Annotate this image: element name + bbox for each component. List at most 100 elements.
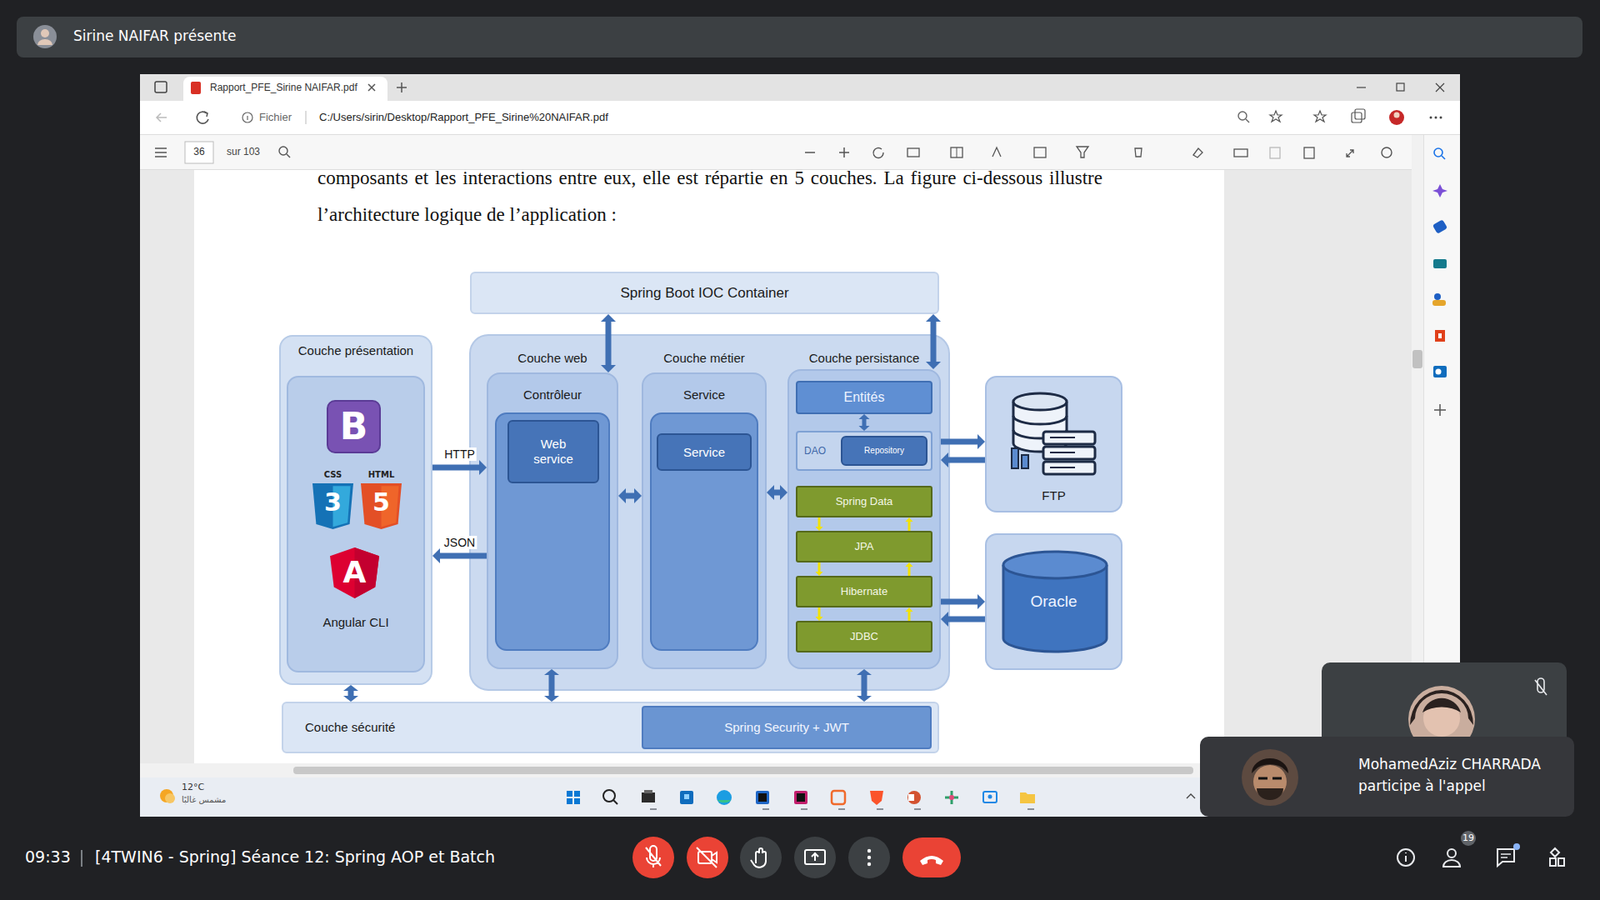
connector-line <box>432 465 480 471</box>
app-chrome-icons-part <box>155 148 167 157</box>
connector-arrow <box>600 314 616 373</box>
app-chrome-icons-part <box>1186 794 1195 799</box>
connector-line <box>818 517 821 528</box>
scroll-thumb <box>293 766 1194 775</box>
app-chrome-icons-part <box>950 147 963 158</box>
connector-line <box>439 553 487 560</box>
join-notice: participe à l'appel <box>1358 777 1486 795</box>
ftp-server-icon <box>1021 455 1029 469</box>
ftp-server-icon <box>1050 437 1075 468</box>
meeting-title: [4TWIN6 - Spring] Séance 12: Spring AOP … <box>95 847 495 866</box>
app-chrome-icons-part <box>156 113 167 122</box>
node-label: Spring Boot IOC Container <box>620 284 789 301</box>
app-chrome-icons-part <box>870 790 884 805</box>
node-label: DAO <box>804 445 826 457</box>
app-chrome-icons-part <box>1304 147 1315 159</box>
scroll-thumb <box>1412 350 1423 369</box>
connector-arrow <box>859 414 870 431</box>
meeting-clock: 09:33 <box>25 847 71 866</box>
node-label: Web service <box>520 436 587 467</box>
app-chrome-icons-part <box>750 848 766 868</box>
app-chrome-icons-part <box>40 29 50 38</box>
arrow-head <box>905 562 914 567</box>
tab-title: Rapport_PFE_Sirine NAIFAR.pdf <box>210 81 358 94</box>
app-chrome-icons-part <box>1241 749 1299 806</box>
app-chrome-icons-part <box>1351 112 1362 123</box>
app-chrome-icons-part <box>740 836 782 879</box>
app-chrome-icons-part <box>908 794 915 801</box>
arrow-head <box>766 485 775 500</box>
app-chrome-icons-part <box>165 793 175 804</box>
node-label: Angular CLI <box>322 615 389 630</box>
app-chrome-icons-part <box>1535 678 1547 695</box>
app-chrome-icons-part <box>37 39 53 45</box>
app-chrome-icons-part <box>1256 788 1284 800</box>
connector-arrow <box>905 517 914 531</box>
connector-arrow <box>905 562 914 576</box>
app-chrome-icons-part <box>1433 365 1447 378</box>
connector-arrow <box>940 594 985 610</box>
css-logo <box>312 483 354 530</box>
app-chrome-icons-part <box>1234 149 1248 157</box>
app-chrome-icons-part <box>641 792 655 803</box>
ftp-server-icon <box>1011 448 1019 469</box>
app-chrome-icons-part <box>992 147 1001 157</box>
app-chrome-icons-part <box>204 111 208 117</box>
app-chrome-icons-part <box>368 84 375 91</box>
container-box: Spring Boot IOC Container <box>470 271 940 315</box>
logo-letter: A <box>330 555 380 590</box>
app-chrome-icons-part <box>1238 111 1247 120</box>
frontend-panel: Angular CLIBCSSHTML35A <box>286 375 425 673</box>
app-chrome-icons-part <box>1430 116 1433 120</box>
node-label: Entités <box>844 389 885 405</box>
app-chrome-icons-part <box>988 795 993 800</box>
app-chrome-icons-part <box>1135 148 1142 157</box>
layer-column: Couche persistanceEntitésDAORepositorySp… <box>787 369 941 670</box>
app-chrome-icons-part <box>949 795 955 800</box>
connector-line <box>605 320 612 366</box>
app-chrome-icons-part <box>1389 110 1405 125</box>
connector-arrow <box>940 611 985 627</box>
stack-box: Hibernate <box>795 575 933 608</box>
app-chrome-icons-part <box>945 790 959 805</box>
app-chrome-icons-part <box>848 836 890 879</box>
node-label: Spring Security + JWT <box>724 720 850 735</box>
app-chrome-icons-part <box>811 853 819 861</box>
app-chrome-icons-part <box>1432 219 1448 234</box>
arrow-head <box>634 488 642 504</box>
app-chrome-icons-part <box>185 141 214 164</box>
logo-letter: 5 <box>360 487 402 517</box>
app-chrome-icons-part <box>1550 848 1565 866</box>
presenter-bar <box>16 16 1583 58</box>
app-chrome-icons-part <box>983 791 997 803</box>
node-label: Service <box>683 387 725 403</box>
connector-line <box>549 674 555 697</box>
app-chrome-icons-part <box>794 836 836 879</box>
app-chrome-icons-part <box>1434 293 1441 300</box>
app-chrome-icons-part <box>279 146 288 155</box>
arrow-head <box>544 669 560 675</box>
app-chrome-icons-part <box>1435 369 1442 375</box>
app-chrome-icons-part <box>1434 404 1446 416</box>
arrow-head <box>925 361 941 370</box>
layer-panel: Couche présentationAngular CLIBCSSHTML35… <box>279 335 433 685</box>
connector-arrow <box>432 548 487 564</box>
address-url: C:/Users/sirin/Desktop/Rapport_PFE_Sirin… <box>319 110 609 124</box>
connector-arrow <box>815 517 824 531</box>
connector-line <box>625 493 635 500</box>
dao-box: DAO Repository <box>795 430 933 471</box>
layer-heading: Couche métier <box>663 350 745 366</box>
app-chrome-icons-part <box>758 793 767 802</box>
app-chrome-icons-part <box>246 115 248 120</box>
app-chrome-icons-part <box>1193 148 1203 158</box>
app-chrome-icons-part <box>1355 109 1365 120</box>
app-chrome-icons-part <box>867 855 871 860</box>
component-box: Repository <box>840 435 928 466</box>
storage-box: Oracle <box>985 533 1123 670</box>
arrow-head <box>600 365 616 373</box>
app-chrome-icons-part <box>80 850 83 867</box>
app-chrome-icons-part <box>902 837 961 878</box>
connector-arrow <box>905 607 914 621</box>
node-label: Oracle <box>1030 592 1078 612</box>
arrow-head <box>977 594 985 610</box>
